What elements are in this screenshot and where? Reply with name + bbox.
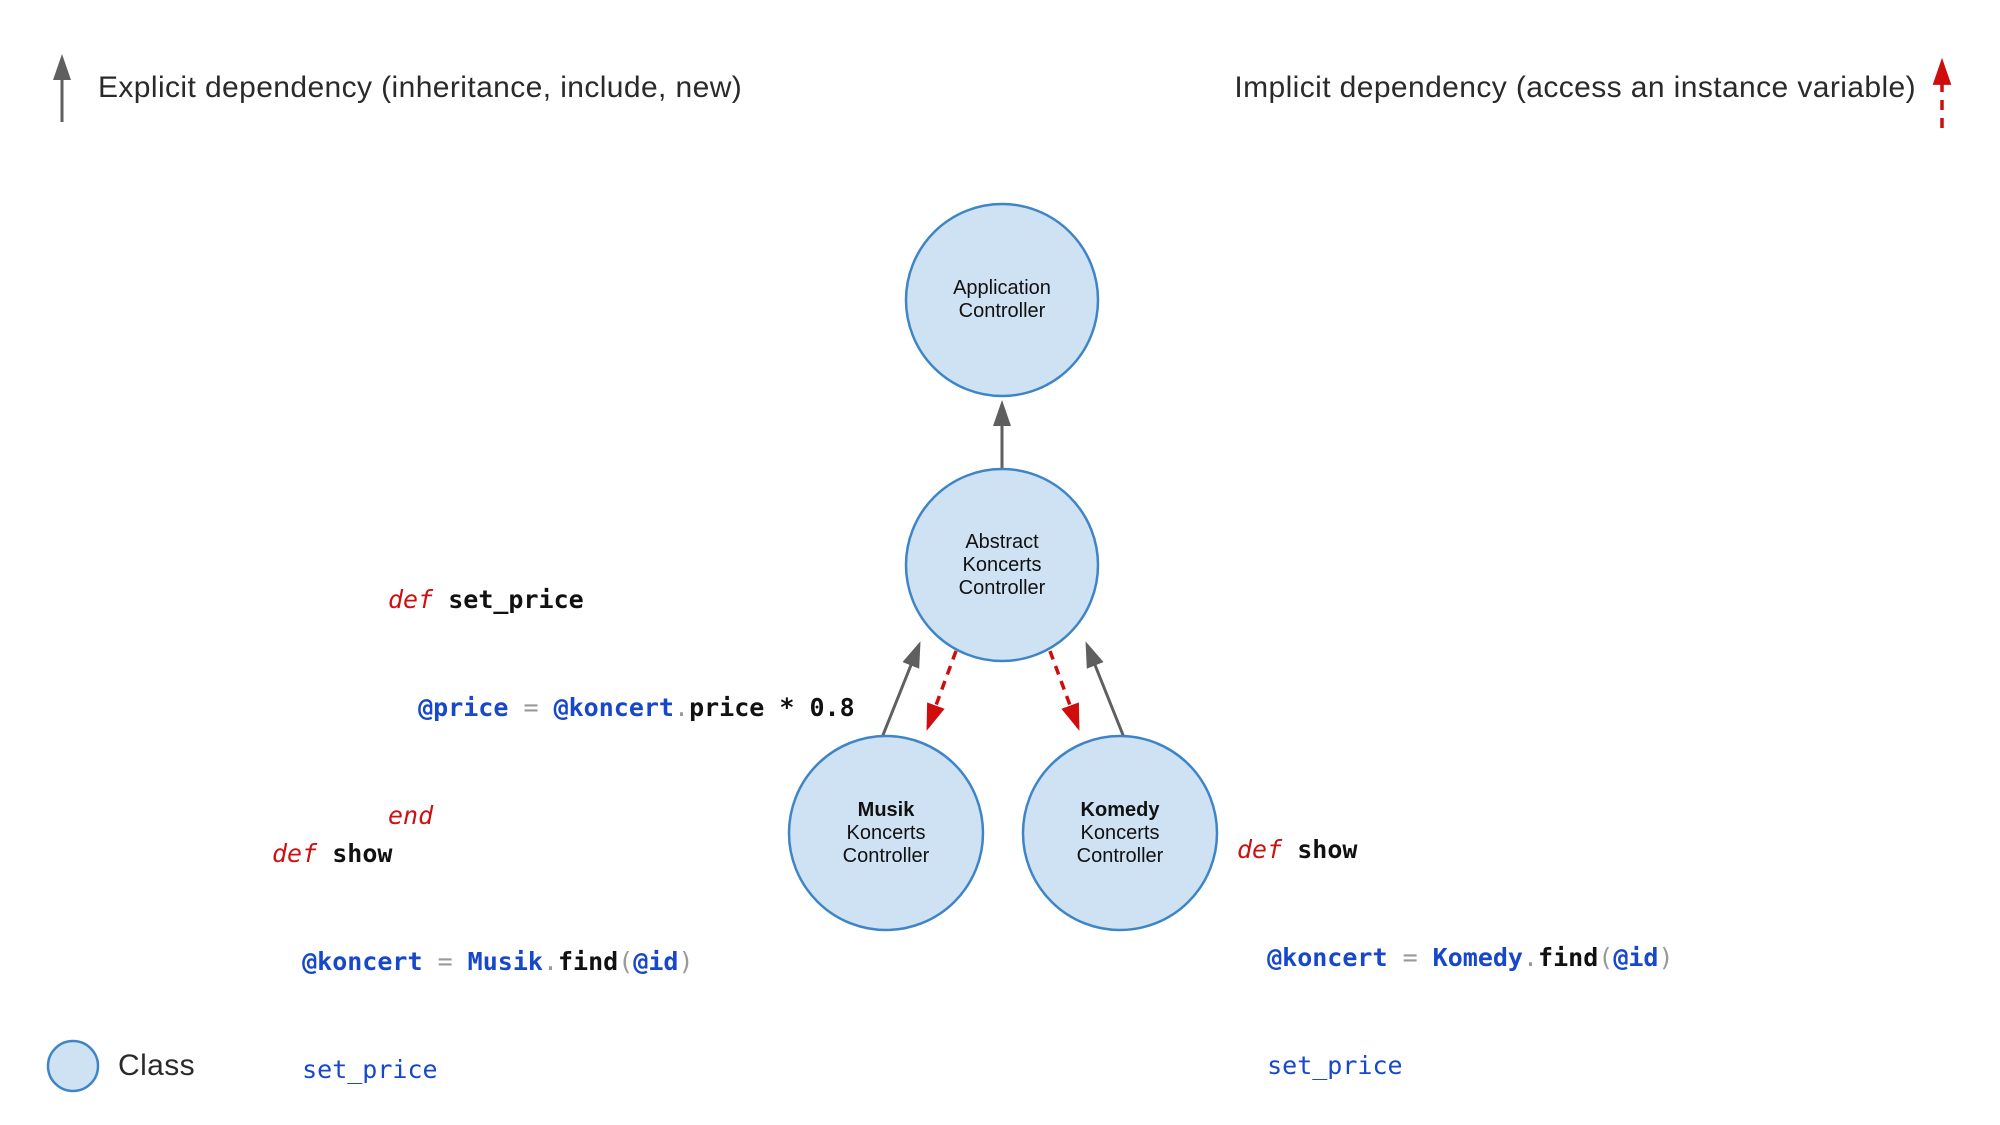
- code-token: @price: [388, 693, 509, 722]
- code-token: Komedy: [1432, 943, 1523, 972]
- code-token: =: [422, 947, 468, 976]
- code-token: show: [1297, 835, 1358, 864]
- code-token: show: [332, 839, 393, 868]
- explicit-dependency-legend-label: Explicit dependency (inheritance, includ…: [98, 71, 743, 104]
- code-token: .: [542, 947, 558, 976]
- implicit-dependency-legend-label: Implicit dependency (access an instance …: [1234, 71, 1916, 104]
- code-token: def: [1237, 835, 1298, 864]
- code-token: ): [1658, 943, 1674, 972]
- code-line: def show: [272, 836, 694, 872]
- code-token: @koncert: [553, 693, 674, 722]
- code-token: ): [678, 947, 694, 976]
- code-token: @id: [1613, 943, 1659, 972]
- code-token: @koncert: [1237, 943, 1388, 972]
- code-token: end: [388, 801, 434, 830]
- code-token: (: [618, 947, 634, 976]
- code-line: @koncert = Musik.find(@id): [272, 944, 694, 980]
- musik-koncerts-controller-node: [787, 734, 985, 932]
- code-token: =: [1387, 943, 1433, 972]
- code-token: =: [508, 693, 554, 722]
- code-line: @koncert = Komedy.find(@id): [1237, 940, 1674, 976]
- code-token: set_price: [272, 1055, 438, 1084]
- code-line: end: [388, 798, 855, 834]
- abstract-koncerts-controller-node: [904, 467, 1100, 663]
- class-legend-label: Class: [118, 1049, 196, 1082]
- code-token: set_price: [1237, 1051, 1403, 1080]
- implicit-arrow-abstract-to-komedy: [1048, 650, 1080, 731]
- code-line: def set_price: [388, 582, 855, 618]
- code-token: find: [1538, 943, 1599, 972]
- code-token: @id: [633, 947, 679, 976]
- code-token: def: [272, 839, 333, 868]
- code-line: def show: [1237, 832, 1674, 868]
- code-token: .: [1522, 943, 1539, 972]
- code-token: .: [674, 693, 690, 722]
- code-token: set_price: [448, 585, 584, 614]
- code-line: @price = @koncert.price * 0.8: [388, 690, 855, 726]
- code-token: price * 0.8: [689, 693, 855, 722]
- code-token: Musik: [467, 947, 543, 976]
- code-line: set_price: [272, 1052, 694, 1088]
- code-token: def: [388, 585, 449, 614]
- explicit-arrow-komedy-to-abstract: [1085, 641, 1127, 741]
- code-line: set_price: [1237, 1048, 1674, 1084]
- class-legend-circle-icon: [46, 1039, 100, 1093]
- code-snippet-show-komedy: def show @koncert = Komedy.find(@id) set…: [1237, 760, 1674, 1125]
- implicit-arrow-abstract-to-musik: [926, 650, 958, 731]
- application-controller-node: [904, 202, 1100, 398]
- code-token: @koncert: [272, 947, 423, 976]
- code-token: find: [558, 947, 619, 976]
- code-token: (: [1598, 943, 1614, 972]
- komedy-koncerts-controller-node: [1021, 734, 1219, 932]
- explicit-arrow-musik-to-abstract: [879, 641, 921, 741]
- code-snippet-set-price: def set_price @price = @koncert.price * …: [388, 510, 855, 906]
- code-snippet-show-musik: def show @koncert = Musik.find(@id) set_…: [272, 764, 694, 1125]
